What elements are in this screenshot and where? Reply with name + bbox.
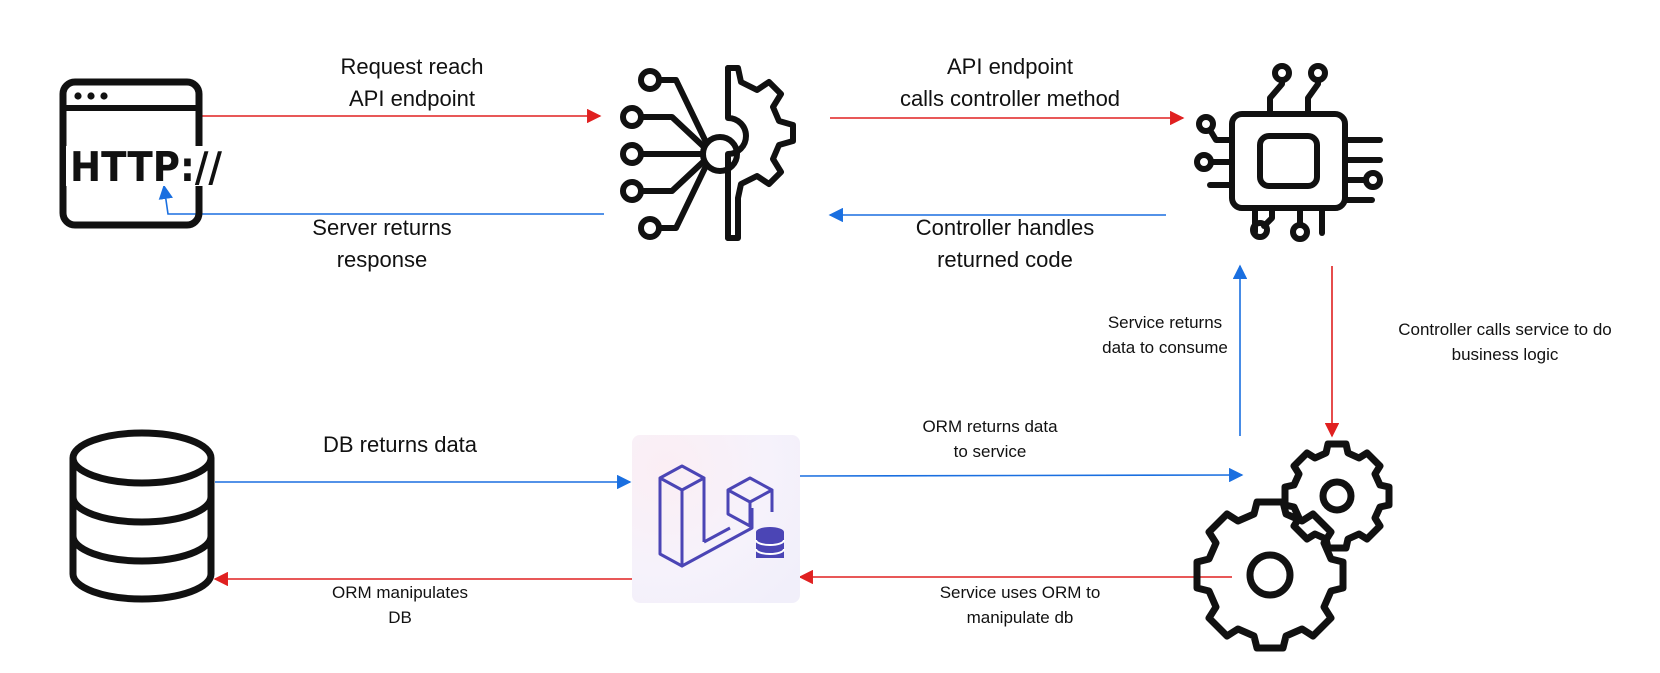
label-service-uses-orm: Service uses ORM to manipulate db — [920, 581, 1120, 630]
label-line: Controller calls service to do — [1398, 320, 1612, 339]
arrow-response-to-browser — [158, 184, 604, 215]
label-line: returned code — [937, 246, 1073, 272]
label-line: Request reach — [340, 54, 484, 79]
label-line: ORM manipulates — [331, 583, 469, 602]
label-line: DB returns data — [322, 432, 478, 457]
label-line: Service returns — [1107, 313, 1223, 332]
label-line: Service uses ORM to — [939, 583, 1101, 602]
label-line: API endpoint — [947, 54, 1073, 79]
label-line: ORM returns data — [922, 417, 1058, 436]
label-line: business logic — [1451, 344, 1559, 364]
label-orm-returns: ORM returns data to service — [900, 415, 1080, 464]
arrow-orm-to-service — [799, 467, 1244, 483]
label-line: response — [336, 246, 428, 272]
cpu-chip-icon — [1194, 63, 1383, 242]
http-browser-icon: HTTP:// — [59, 78, 226, 229]
label-line: DB — [388, 607, 412, 627]
label-line: Controller handles — [915, 215, 1095, 240]
gears-icon — [1193, 440, 1393, 652]
label-line: Server returns — [312, 215, 452, 240]
label-line: manipulate db — [966, 607, 1074, 627]
label-request-reach: Request reach API endpoint — [312, 51, 512, 115]
label-line: data to consume — [1102, 337, 1228, 357]
label-controller-calls-service: Controller calls service to do business … — [1370, 318, 1640, 367]
label-orm-manipulates: ORM manipulates DB — [315, 581, 485, 630]
label-server-returns: Server returns response — [282, 212, 482, 276]
label-db-returns: DB returns data — [290, 429, 510, 461]
laravel-orm-icon — [632, 435, 800, 603]
label-controller-handles: Controller handles returned code — [880, 212, 1130, 276]
http-text: HTTP:// — [70, 143, 222, 191]
label-line: calls controller method — [899, 85, 1121, 111]
database-icon — [69, 429, 215, 603]
label-service-returns: Service returns data to consume — [1080, 311, 1250, 360]
label-api-calls-controller: API endpoint calls controller method — [870, 51, 1150, 115]
label-line: API endpoint — [349, 85, 475, 111]
label-line: to service — [953, 441, 1027, 461]
api-gear-icon — [620, 65, 796, 241]
